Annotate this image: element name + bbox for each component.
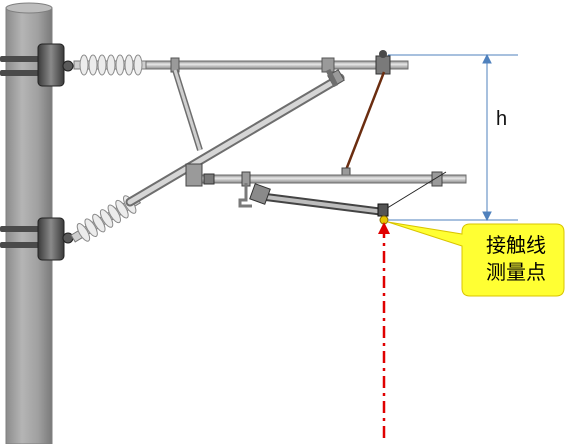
callout-line-1: 接触线 [486, 233, 546, 257]
dropper-wire [341, 71, 386, 179]
callout-text: 接触线 测量点 [468, 232, 564, 286]
upper-insulator [73, 54, 149, 76]
upper-pole-clamp [0, 43, 74, 87]
positioning-tube [185, 163, 467, 208]
measurement-line [378, 222, 390, 438]
upper-horizontal-tube [145, 50, 409, 75]
height-dimension [388, 53, 518, 222]
height-label: h [496, 108, 508, 130]
upper-link-rod [325, 68, 339, 88]
lower-pole-clamp [0, 217, 74, 261]
callout-box [387, 221, 565, 297]
brace-rod [172, 69, 203, 151]
callout-line-2: 测量点 [486, 260, 546, 284]
